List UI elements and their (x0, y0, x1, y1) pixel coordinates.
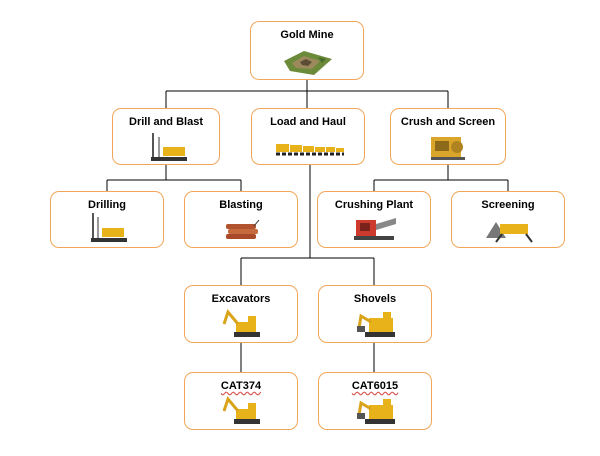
connector-load-children (240, 165, 375, 285)
excavator-icon (222, 395, 260, 424)
excavator-icon (222, 308, 260, 337)
node-label: Screening (481, 199, 535, 211)
node-shovels[interactable]: Shovels (318, 285, 432, 343)
drill-rig-icon (91, 213, 127, 242)
node-label: Drilling (88, 199, 126, 211)
node-crushing-plant[interactable]: Crushing Plant (317, 191, 431, 248)
node-label: Crush and Screen (400, 116, 496, 128)
node-label: Drill and Blast (129, 116, 203, 128)
mine-terrain-icon (284, 51, 332, 75)
shovel-icon (357, 399, 395, 424)
node-label: Shovels (353, 293, 397, 305)
node-blasting[interactable]: Blasting (184, 191, 298, 248)
explosives-icon (226, 219, 260, 239)
connector-crush-children (373, 165, 509, 191)
crusher-icon (431, 137, 465, 160)
node-cat374[interactable]: CAT374 (184, 372, 298, 430)
haul-trucks-icon (276, 144, 344, 156)
shovel-icon (357, 312, 395, 337)
node-label: Load and Haul (270, 116, 346, 128)
screening-plant-icon (486, 222, 533, 243)
drill-rig-icon (151, 133, 187, 161)
node-label: Crushing Plant (334, 199, 414, 211)
node-drilling[interactable]: Drilling (50, 191, 164, 248)
node-crush-and-screen[interactable]: Crush and Screen (390, 108, 506, 165)
connector-root-level1 (165, 80, 449, 108)
node-cat6015[interactable]: CAT6015 (318, 372, 432, 430)
connector-drill-children (106, 165, 242, 191)
node-load-and-haul[interactable]: Load and Haul (251, 108, 365, 165)
node-screening[interactable]: Screening (451, 191, 565, 248)
node-excavators[interactable]: Excavators (184, 285, 298, 343)
node-label: Gold Mine (280, 29, 334, 41)
node-drill-and-blast[interactable]: Drill and Blast (112, 108, 220, 165)
node-label: Excavators (211, 293, 271, 305)
node-gold-mine[interactable]: Gold Mine (250, 21, 364, 80)
node-label: Blasting (219, 199, 263, 211)
crushing-plant-icon (354, 218, 396, 240)
node-label: CAT6015 (351, 380, 399, 392)
node-label: CAT374 (220, 380, 262, 392)
